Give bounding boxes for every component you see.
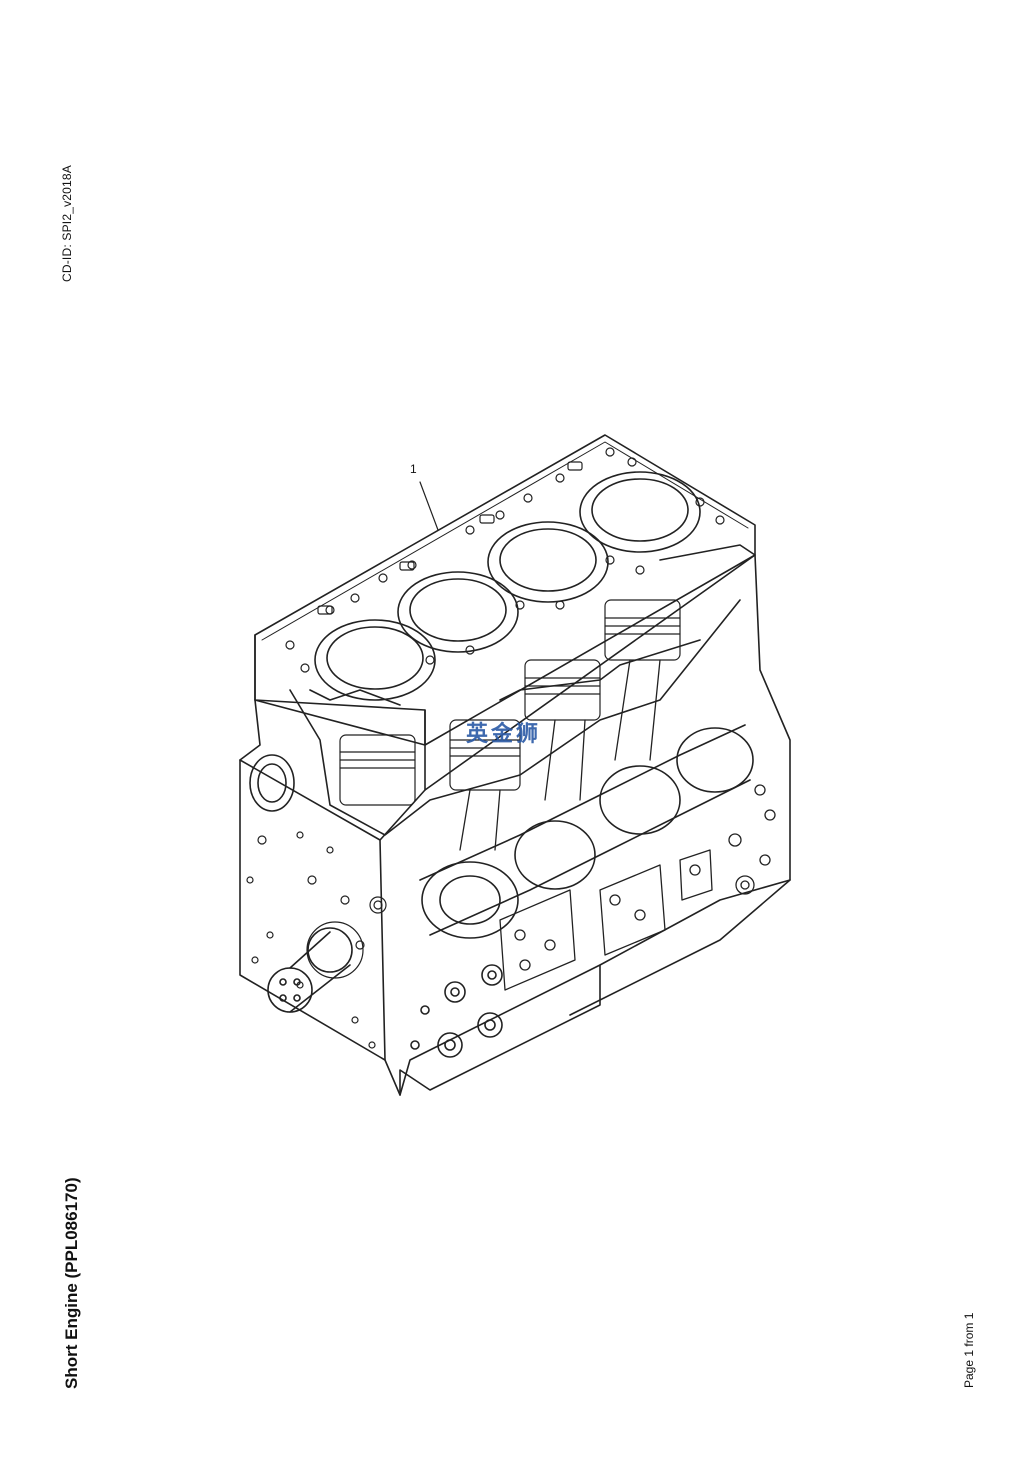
callout-leader [419,481,439,531]
document-title: Short Engine (PPL086170) [62,1177,81,1389]
watermark-text: 英金狮 [466,722,542,747]
pistons [339,599,681,806]
lower-panels [499,784,776,991]
crankshaft-nose [267,921,364,1013]
crankshaft [419,724,754,939]
deck-holes [285,447,725,673]
bottom-bosses [410,964,503,1058]
callout-label-1: 1 [410,462,417,476]
block-body [239,554,791,1096]
page-number: Page 1 from 1 [962,1312,976,1388]
cylinder-bores [314,471,701,701]
connecting-rods [459,659,661,851]
